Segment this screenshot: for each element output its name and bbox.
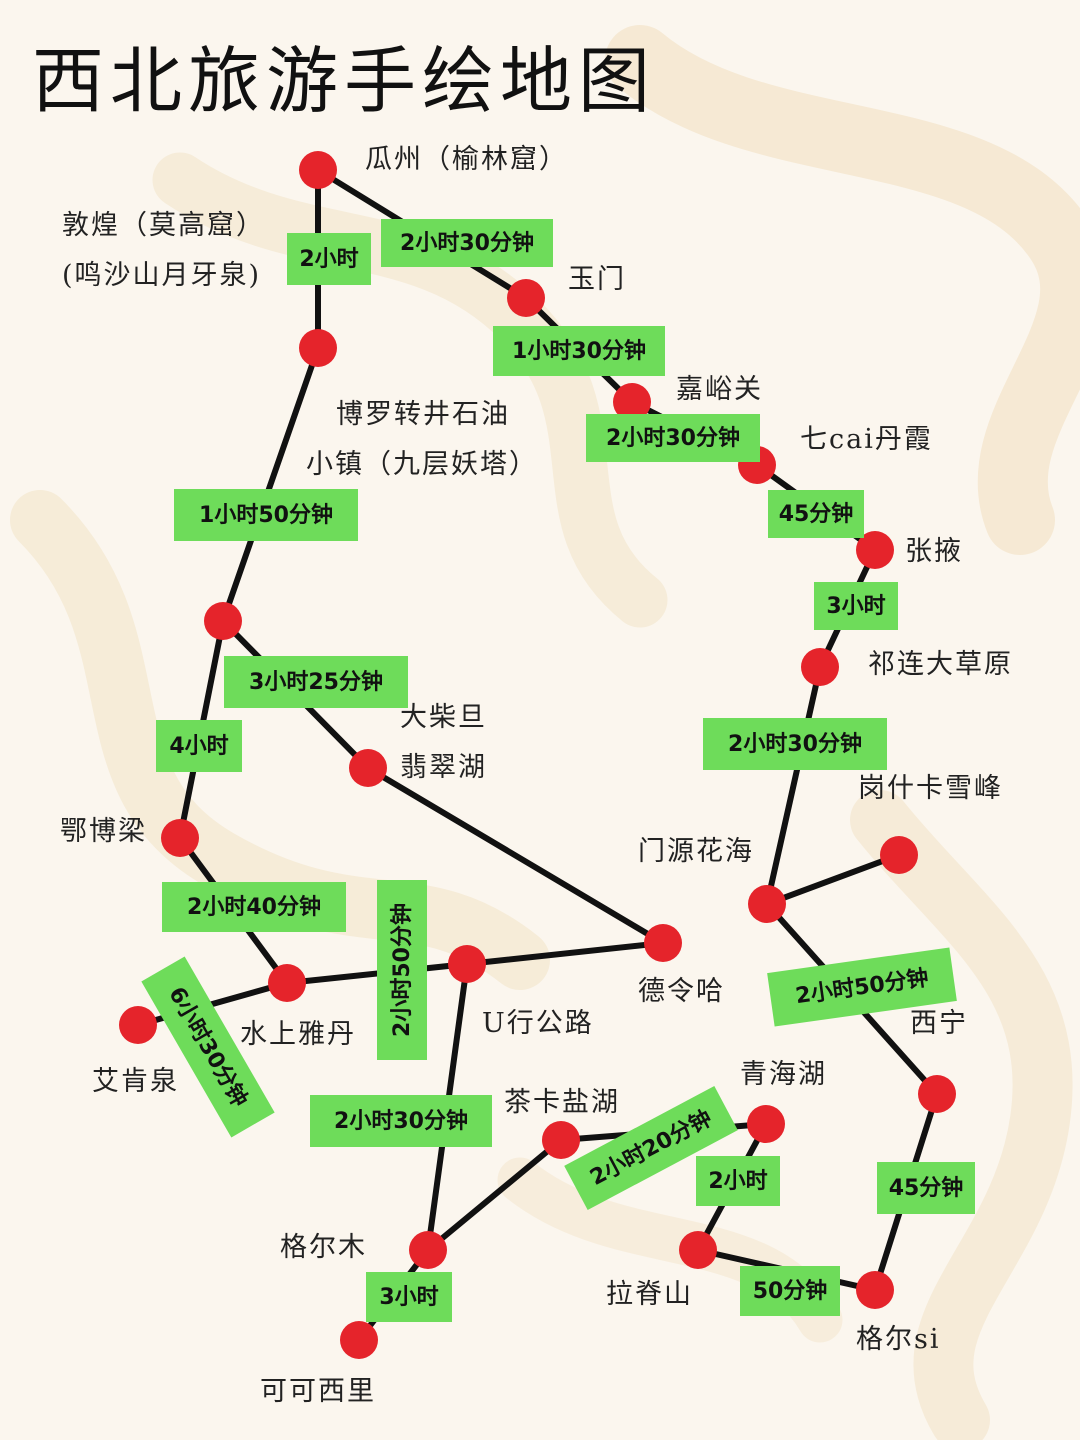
- place-label: 七cai丹霞: [800, 424, 933, 455]
- duration-badge: 2小时30分钟: [586, 414, 760, 462]
- town-node: [856, 531, 894, 569]
- duration-badge: 4小时: [156, 720, 242, 772]
- duration-badge: 2小时30分钟: [703, 718, 887, 770]
- duration-label: 2小时30分钟: [606, 425, 740, 451]
- town-node: [613, 383, 651, 421]
- town-node: [299, 329, 337, 367]
- duration-label: 2小时40分钟: [187, 894, 321, 920]
- town-node: [340, 1321, 378, 1359]
- town-node: [880, 836, 918, 874]
- town-node: [644, 924, 682, 962]
- road: [365, 765, 666, 946]
- place-label: 德令哈: [638, 976, 725, 1007]
- duration-badge: 3小时: [366, 1272, 452, 1322]
- road: [425, 1137, 564, 1253]
- place-label: 格尔木: [280, 1232, 367, 1263]
- town-node: [299, 151, 337, 189]
- town-node: [119, 1006, 157, 1044]
- place-label: 翡翠湖: [400, 752, 487, 783]
- duration-label: 2小时30分钟: [334, 1108, 468, 1134]
- place-label: 西宁: [910, 1008, 968, 1039]
- town-node: [448, 945, 486, 983]
- place-label: 岗什卡雪峰: [858, 773, 1003, 804]
- duration-label: 2小时: [708, 1169, 767, 1194]
- duration-badge: 45分钟: [877, 1162, 975, 1214]
- place-label: 敦煌（莫高窟）: [62, 210, 265, 241]
- place-label: 嘉峪关: [676, 374, 763, 405]
- duration-label: 2小时: [299, 247, 358, 272]
- duration-badge: 1小时50分钟: [174, 489, 358, 541]
- town-nodes: [119, 151, 956, 1359]
- place-label: 鄂博梁: [60, 816, 147, 847]
- town-node: [204, 602, 242, 640]
- place-label: (鸣沙山月牙泉): [62, 260, 261, 291]
- place-label: 艾肯泉: [92, 1066, 179, 1097]
- place-label: U行公路: [482, 1008, 594, 1039]
- town-node: [918, 1075, 956, 1113]
- duration-label: 45分钟: [889, 1175, 964, 1201]
- duration-label: 4小时: [169, 734, 228, 759]
- place-label: 格尔si: [856, 1324, 941, 1355]
- duration-label: 2小时30分钟: [400, 230, 534, 256]
- place-label: 大柴旦: [400, 702, 487, 733]
- place-label: 茶卡盐湖: [504, 1087, 620, 1118]
- place-label: 博罗转井石油: [336, 399, 510, 430]
- town-node: [268, 964, 306, 1002]
- duration-badge: 2小时: [287, 233, 371, 285]
- duration-label: 50分钟: [753, 1278, 828, 1304]
- place-label: 张掖: [905, 536, 963, 567]
- page-title: 西北旅游手绘地图: [32, 39, 657, 123]
- place-label: 祁连大草原: [868, 649, 1013, 680]
- town-node: [507, 279, 545, 317]
- duration-badge: 2小时30分钟: [310, 1095, 492, 1147]
- town-node: [679, 1231, 717, 1269]
- duration-badge: 2小时30分钟: [381, 219, 553, 267]
- town-node: [801, 648, 839, 686]
- place-label: 可可西里: [260, 1376, 376, 1407]
- place-label: 小镇（九层妖塔）: [306, 449, 538, 480]
- place-label: 玉门: [568, 264, 626, 295]
- place-label: 青海湖: [740, 1059, 827, 1090]
- town-node: [542, 1121, 580, 1159]
- duration-badge: 3小时: [814, 582, 898, 630]
- duration-label: 1小时50分钟: [199, 502, 333, 528]
- place-label: 瓜州（榆林窟）: [365, 144, 568, 175]
- duration-label: 3小时: [379, 1285, 438, 1310]
- duration-label: 2小时50分钟: [389, 903, 415, 1037]
- road: [464, 940, 666, 967]
- duration-label: 2小时30分钟: [728, 731, 862, 757]
- duration-badges: 2小时 2小时30分钟 1小时30分钟 2小时30分钟 45分钟 3小时 2小时…: [141, 219, 975, 1322]
- town-node: [856, 1271, 894, 1309]
- town-node: [747, 1105, 785, 1143]
- duration-badge: 1小时30分钟: [493, 326, 665, 376]
- duration-badge: 2小时40分钟: [162, 882, 346, 932]
- town-node: [409, 1231, 447, 1269]
- duration-badge: 2小时50分钟: [377, 880, 427, 1060]
- place-label: 拉脊山: [606, 1279, 693, 1310]
- duration-badge: 2小时50分钟: [767, 947, 957, 1027]
- duration-label: 3小时: [826, 594, 885, 619]
- place-label: 门源花海: [638, 836, 754, 867]
- duration-label: 45分钟: [779, 501, 854, 527]
- place-label: 水上雅丹: [240, 1019, 356, 1050]
- duration-badge: 50分钟: [740, 1266, 840, 1316]
- duration-badge: 3小时25分钟: [224, 656, 408, 708]
- road: [220, 345, 321, 624]
- duration-label: 1小时30分钟: [512, 338, 646, 364]
- duration-label: 3小时25分钟: [249, 669, 383, 695]
- town-node: [161, 819, 199, 857]
- place-labels: 瓜州（榆林窟） 敦煌（莫高窟） (鸣沙山月牙泉) 玉门 嘉峪关 七cai丹霞 张…: [60, 144, 1013, 1407]
- duration-badge: 45分钟: [768, 490, 864, 538]
- road: [764, 852, 902, 907]
- town-node: [349, 749, 387, 787]
- duration-badge: 2小时: [696, 1156, 780, 1206]
- road: [764, 664, 823, 907]
- town-node: [748, 885, 786, 923]
